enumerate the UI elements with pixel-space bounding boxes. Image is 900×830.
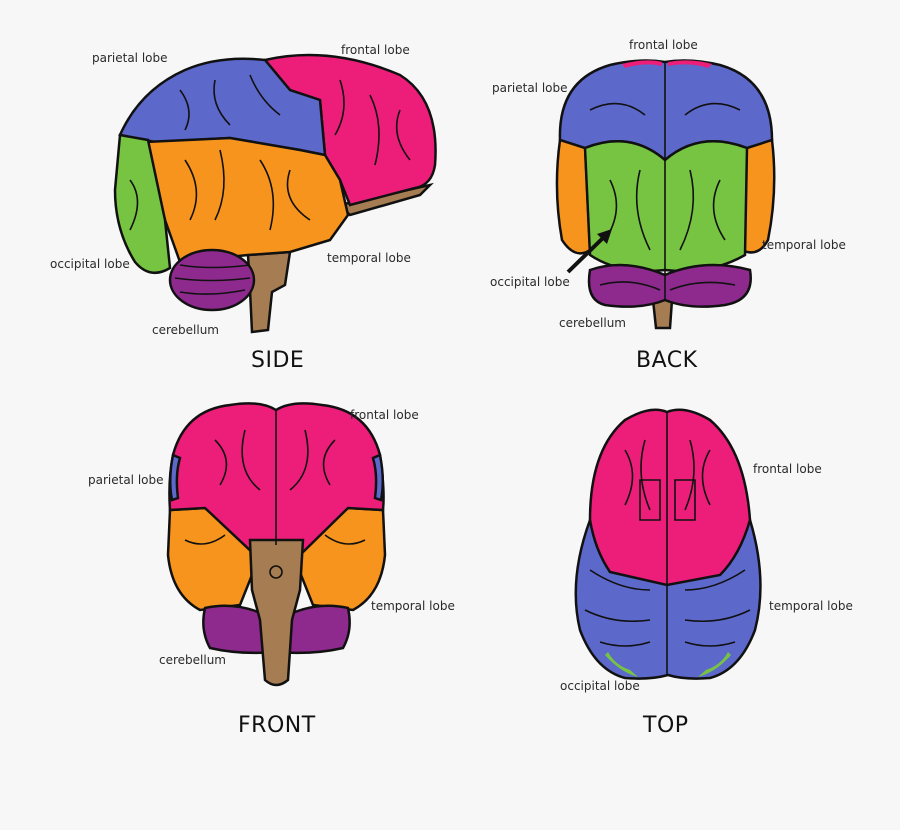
side-view-title: SIDE <box>251 348 305 373</box>
back-cerebellum-label: cerebellum <box>559 316 626 330</box>
side-frontal-label: frontal lobe <box>341 43 410 57</box>
top-temporal-label: temporal lobe <box>769 599 853 613</box>
back-frontal-label: frontal lobe <box>629 38 698 52</box>
back-view-panel: frontal lobe parietal lobe temporal lobe… <box>450 0 900 380</box>
top-view-panel: frontal lobe temporal lobe occipital lob… <box>450 380 900 760</box>
top-view-title: TOP <box>643 713 689 738</box>
side-view-panel: parietal lobe frontal lobe occipital lob… <box>0 0 450 380</box>
side-parietal-label: parietal lobe <box>92 51 168 65</box>
back-view-brain-illustration <box>555 59 776 330</box>
side-occipital-label: occipital lobe <box>50 257 130 271</box>
occipital-pointer-arrow-icon <box>566 229 612 274</box>
front-frontal-label: frontal lobe <box>350 408 419 422</box>
back-occipital-label: occipital lobe <box>490 275 570 289</box>
front-cerebellum-label: cerebellum <box>159 653 226 667</box>
back-parietal-label: parietal lobe <box>492 81 568 95</box>
back-temporal-label: temporal lobe <box>762 238 846 252</box>
top-occipital-label: occipital lobe <box>560 679 640 693</box>
top-frontal-label: frontal lobe <box>753 462 822 476</box>
front-view-title: FRONT <box>238 713 316 738</box>
front-temporal-label: temporal lobe <box>371 599 455 613</box>
side-cerebellum-label: cerebellum <box>152 323 219 337</box>
front-view-brain-illustration <box>166 402 387 687</box>
back-view-title: BACK <box>636 348 698 373</box>
front-parietal-label: parietal lobe <box>88 473 164 487</box>
side-temporal-label: temporal lobe <box>327 251 411 265</box>
side-view-brain-illustration <box>113 53 437 334</box>
top-view-brain-illustration <box>574 408 762 680</box>
front-view-panel: frontal lobe parietal lobe temporal lobe… <box>0 380 455 760</box>
